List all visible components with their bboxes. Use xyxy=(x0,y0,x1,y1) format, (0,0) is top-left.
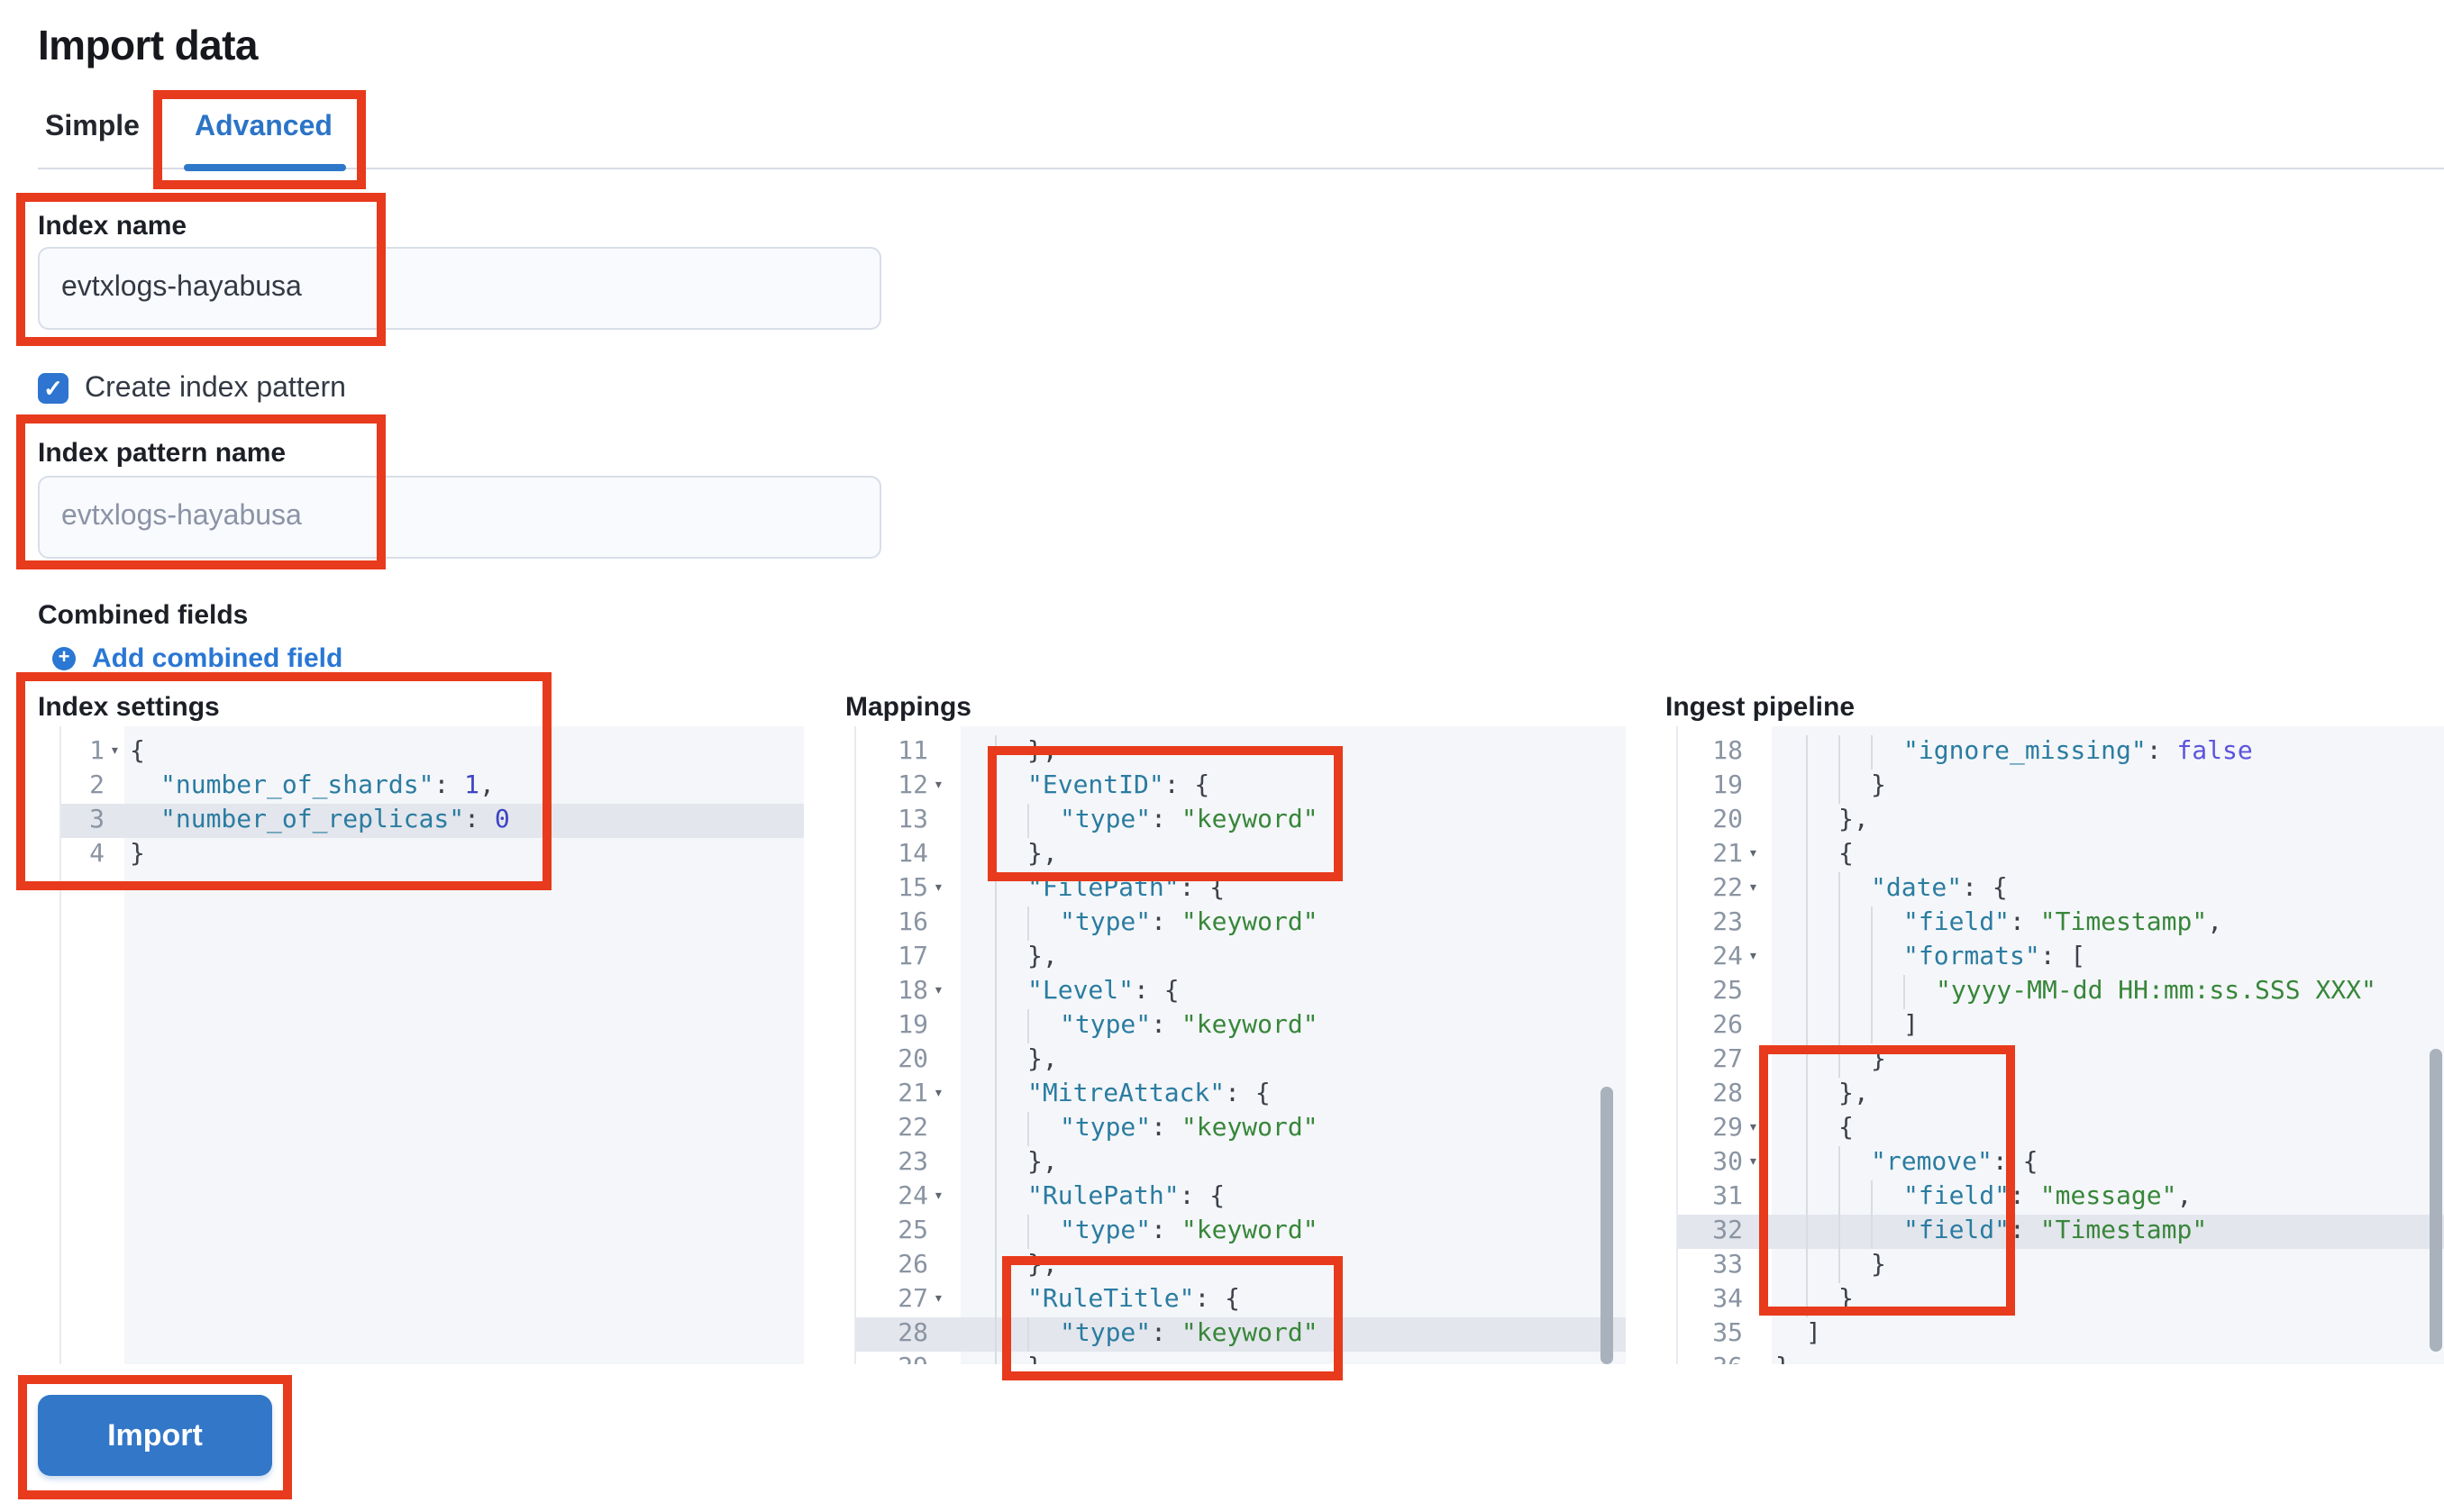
code-line: 17}, xyxy=(856,941,1626,975)
code-line: 26}, xyxy=(856,1249,1626,1283)
code-line: 25"yyyy-MM-dd HH:mm:ss.SSS XXX" xyxy=(1678,975,2444,1009)
code-line: 34} xyxy=(1678,1283,2444,1317)
code-line: 28"type": "keyword" xyxy=(856,1317,1626,1352)
code-line: 23}, xyxy=(856,1146,1626,1180)
create-index-pattern-checkbox[interactable]: ✓ xyxy=(38,373,68,404)
code-line: 20}, xyxy=(856,1043,1626,1078)
code-line: 1▾{ xyxy=(89,737,145,766)
add-combined-field-link[interactable]: Add combined field xyxy=(92,643,343,674)
plus-icon: + xyxy=(52,647,76,670)
index-pattern-name-input[interactable] xyxy=(38,476,881,559)
code-line: 19"type": "keyword" xyxy=(856,1009,1626,1043)
code-line: 23"field": "Timestamp", xyxy=(1678,906,2444,941)
mappings-scrollbar-thumb[interactable] xyxy=(1600,1087,1613,1364)
code-line: 33} xyxy=(1678,1249,2444,1283)
code-line: 32"field": "Timestamp" xyxy=(1678,1215,2444,1249)
index-name-label: Index name xyxy=(38,211,187,241)
code-line: 28}, xyxy=(1678,1078,2444,1112)
combined-fields-label: Combined fields xyxy=(38,600,249,631)
code-line: 22"type": "keyword" xyxy=(856,1112,1626,1146)
code-line: 29}, xyxy=(856,1352,1626,1364)
code-line: 15▾"FilePath": { xyxy=(856,872,1626,906)
mappings-editor[interactable]: 11},12▾"EventID": {13"type": "keyword"14… xyxy=(854,726,1626,1364)
ingest-pipeline-label: Ingest pipeline xyxy=(1665,692,1856,723)
code-line: 30▾"remove": { xyxy=(1678,1146,2444,1180)
code-line: 4} xyxy=(89,840,145,869)
code-line: 19} xyxy=(1678,770,2444,804)
page-title: Import data xyxy=(38,22,258,68)
code-line: 24▾"RulePath": { xyxy=(856,1180,1626,1215)
tab-advanced[interactable]: Advanced xyxy=(195,112,333,142)
index-settings-editor[interactable]: 1▾{ 2"number_of_shards": 1, 3"number_of_re… xyxy=(59,726,804,1364)
mappings-label: Mappings xyxy=(845,692,971,723)
code-line: 21▾"MitreAttack": { xyxy=(856,1078,1626,1112)
import-button[interactable]: Import xyxy=(38,1395,272,1476)
code-line: 18"ignore_missing": false xyxy=(1678,735,2444,770)
active-tab-underline xyxy=(184,164,346,171)
code-line: 24▾"formats": [ xyxy=(1678,941,2444,975)
code-line: 13"type": "keyword" xyxy=(856,804,1626,838)
code-line: 29▾{ xyxy=(1678,1112,2444,1146)
index-pattern-name-label: Index pattern name xyxy=(38,438,287,469)
tabs-divider xyxy=(38,168,2444,169)
code-line: 27▾"RuleTitle": { xyxy=(856,1283,1626,1317)
ingest-scrollbar-thumb[interactable] xyxy=(2430,1049,2442,1352)
index-settings-label: Index settings xyxy=(38,692,220,723)
code-line: 2"number_of_shards": 1, xyxy=(89,771,495,800)
code-line: 14}, xyxy=(856,838,1626,872)
code-line: 25"type": "keyword" xyxy=(856,1215,1626,1249)
create-index-pattern-label: Create index pattern xyxy=(85,373,346,404)
code-line: 16"type": "keyword" xyxy=(856,906,1626,941)
code-line: 35] xyxy=(1712,1319,1821,1348)
code-line: 18▾"Level": { xyxy=(856,975,1626,1009)
code-line: 20}, xyxy=(1678,804,2444,838)
code-line: 3"number_of_replicas": 0 xyxy=(61,804,804,838)
code-line: 21▾{ xyxy=(1678,838,2444,872)
code-line: 12▾"EventID": { xyxy=(856,770,1626,804)
code-line: 31"field": "message", xyxy=(1678,1180,2444,1215)
code-line: 26] xyxy=(1678,1009,2444,1043)
index-name-input[interactable] xyxy=(38,247,881,330)
code-line: 22▾"date": { xyxy=(1678,872,2444,906)
tab-simple[interactable]: Simple xyxy=(45,112,140,142)
code-line: 11}, xyxy=(856,735,1626,770)
code-line: 36} xyxy=(1678,1352,2444,1364)
code-line: 27} xyxy=(1678,1043,2444,1078)
